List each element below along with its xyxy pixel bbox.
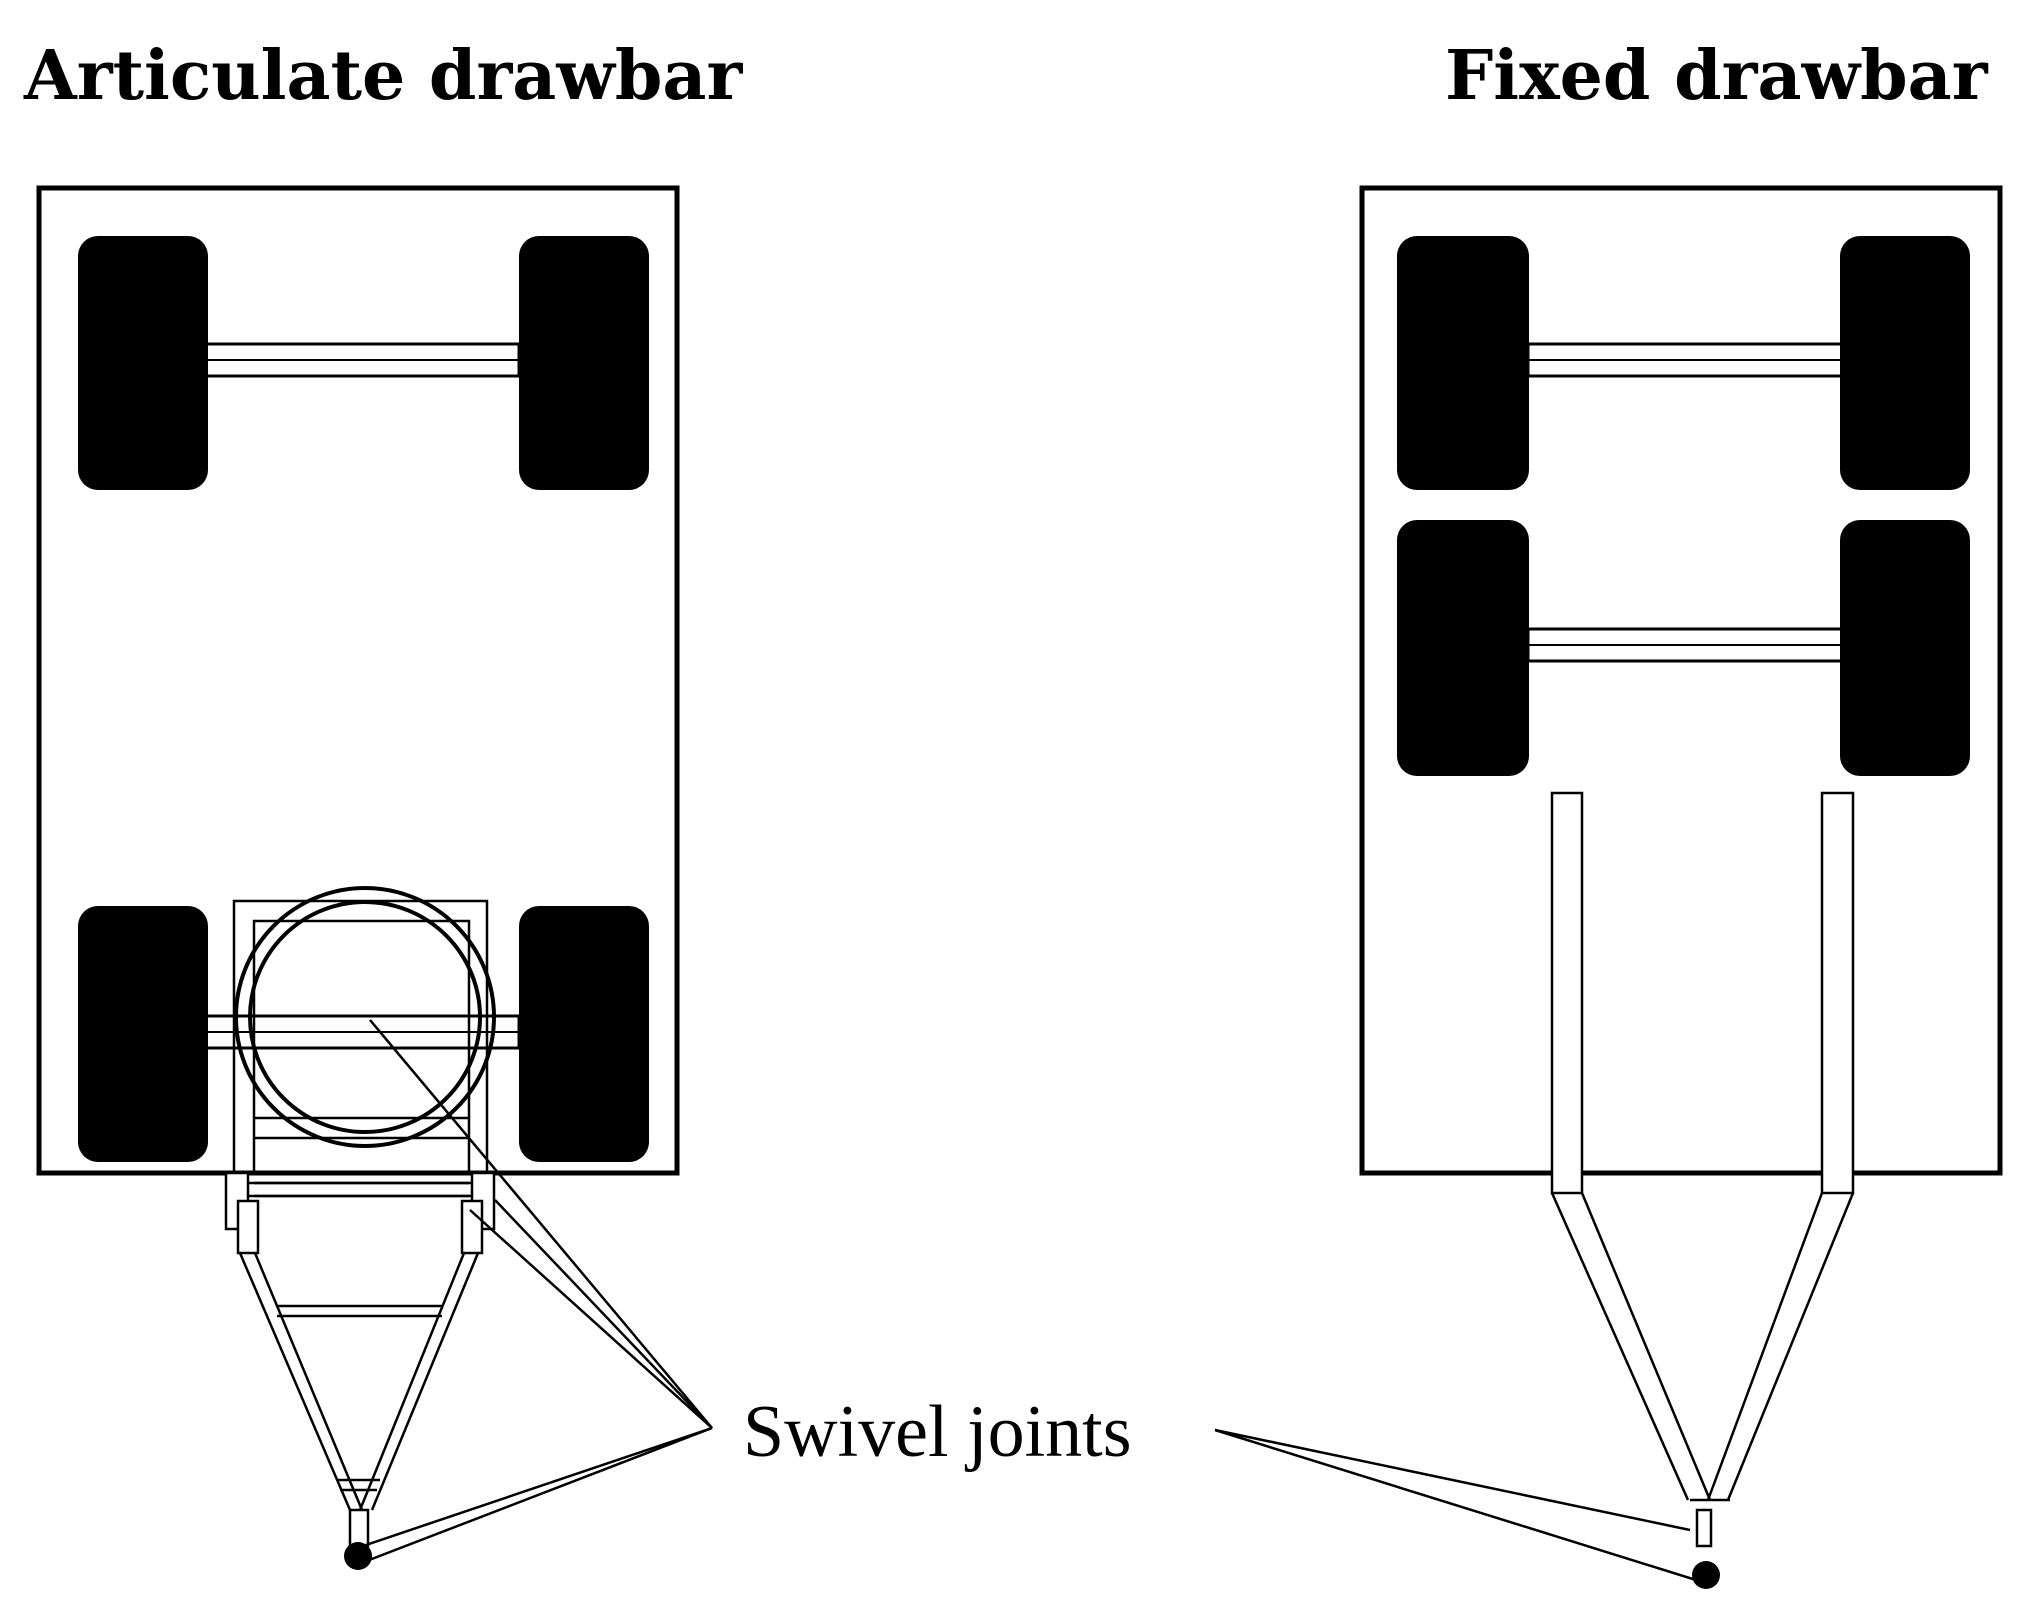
wheel	[78, 236, 208, 490]
articulate-drawbar	[238, 1252, 480, 1548]
left-rear-axle	[78, 236, 649, 490]
right-hitch-eye	[1692, 1561, 1720, 1589]
swivel-joints-label: Swivel joints	[743, 1391, 1132, 1473]
wheel	[519, 906, 649, 1162]
right-rear-axle	[1397, 236, 1970, 490]
wheel	[1840, 520, 1970, 776]
articulate-drawbar-title: Articulate drawbar	[24, 36, 743, 116]
left-hitch-eye	[344, 1542, 372, 1570]
swivel-brackets	[224, 1171, 496, 1255]
wheel	[1397, 236, 1529, 490]
articulate-trailer	[36, 185, 680, 1570]
wheel	[78, 906, 208, 1162]
fixed-trailer	[1359, 185, 2003, 1589]
fixed-drawbar-title: Fixed drawbar	[1445, 36, 1988, 116]
wheel	[1397, 520, 1529, 776]
wheel	[519, 236, 649, 490]
swivel-joint-leaders	[363, 1019, 1697, 1582]
fixed-drawbar	[1550, 791, 1855, 1548]
left-front-axle	[78, 906, 649, 1162]
wheel	[1840, 236, 1970, 490]
right-middle-axle	[1397, 520, 1970, 776]
turntable-ring	[234, 886, 496, 1148]
right-trailer-body	[1359, 185, 2003, 1176]
